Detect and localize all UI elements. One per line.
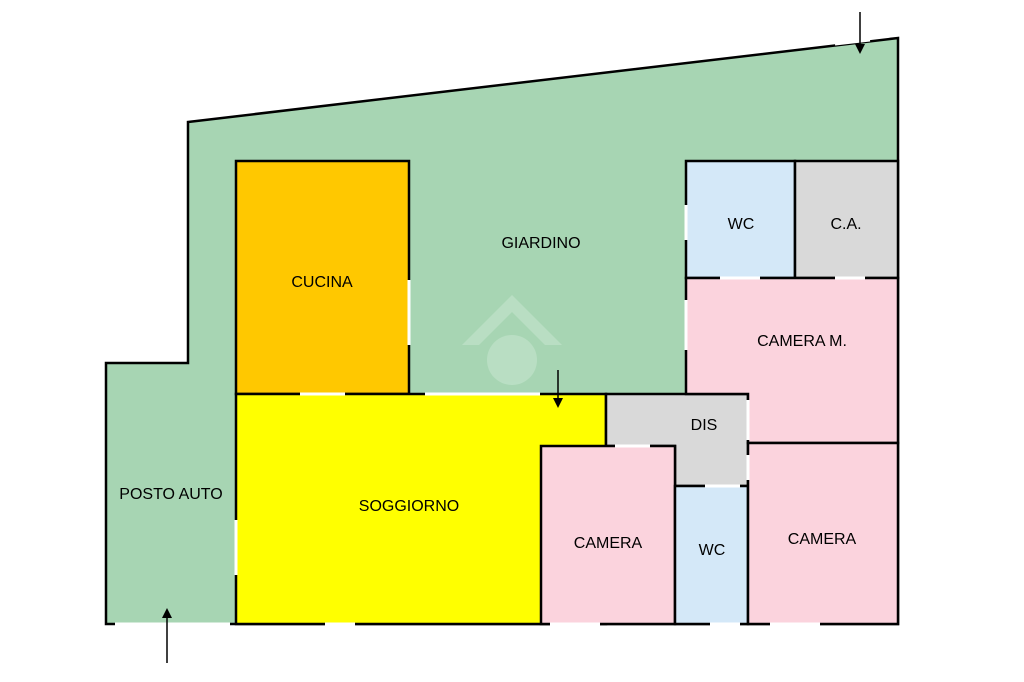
arrow-icon <box>553 370 563 408</box>
cucina-room <box>234 159 411 396</box>
label-camera-center: CAMERA <box>574 535 643 552</box>
label-camera-right: CAMERA <box>788 531 857 548</box>
label-giardino: GIARDINO <box>501 235 580 252</box>
label-soggiorno: SOGGIORNO <box>359 498 459 515</box>
label-ca: C.A. <box>830 216 861 233</box>
arrow-icon <box>162 608 172 663</box>
arrow-icon <box>855 12 865 54</box>
house-logo-icon <box>462 295 562 385</box>
label-wc-top: WC <box>728 216 755 233</box>
door-openings <box>115 38 871 626</box>
ca-room <box>793 159 900 280</box>
label-dis: DIS <box>691 417 718 434</box>
wc-top-room <box>684 159 797 280</box>
label-cucina: CUCINA <box>291 274 353 291</box>
label-posto-auto: POSTO AUTO <box>119 486 222 503</box>
label-camera-m: CAMERA M. <box>757 333 847 350</box>
camera-right-room <box>746 441 900 626</box>
camera-center-room <box>539 444 677 626</box>
label-wc-bottom: WC <box>699 542 726 559</box>
